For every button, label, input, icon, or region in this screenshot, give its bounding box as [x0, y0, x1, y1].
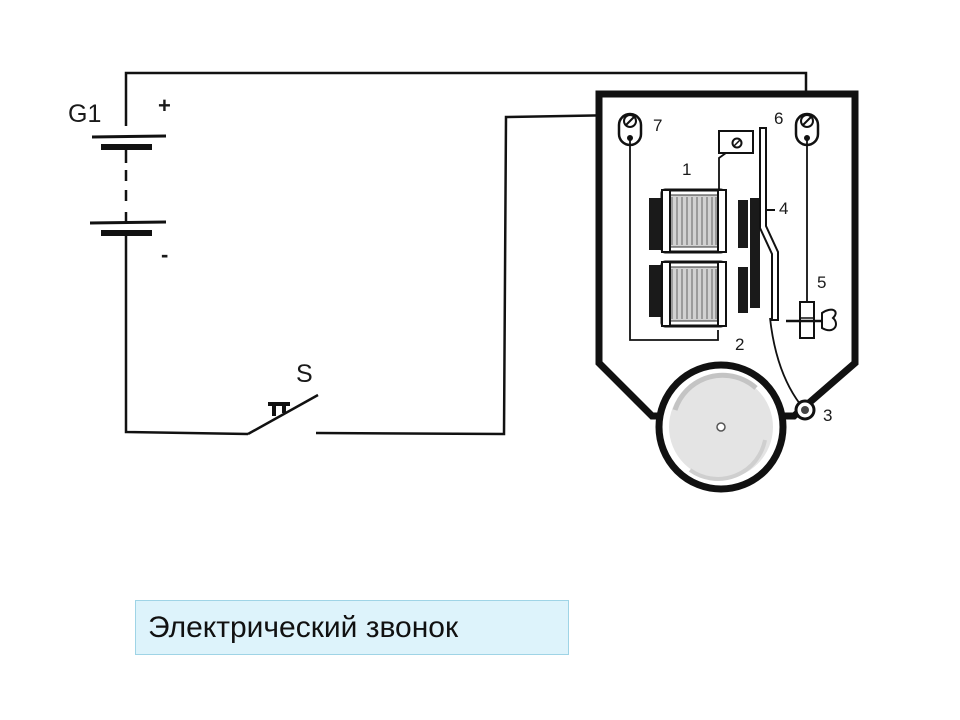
switch-button [268, 402, 290, 416]
switch-s [247, 393, 319, 436]
bell-gong[interactable] [655, 361, 787, 493]
battery-minus-label: - [161, 242, 168, 267]
part-label-6: 6 [774, 109, 783, 128]
part-label-1: 1 [682, 160, 691, 179]
electromagnet-core [649, 198, 748, 317]
part-label-5: 5 [817, 273, 826, 292]
coil-bottom [660, 260, 727, 328]
battery-plus-label: + [158, 93, 171, 118]
caption-box: Электрический звонок [135, 600, 569, 655]
battery-label: G1 [68, 100, 101, 128]
switch-blade [247, 393, 319, 436]
battery-plate-long-2 [89, 220, 167, 225]
bell-housing[interactable] [595, 90, 859, 420]
part-label-2: 2 [735, 335, 744, 354]
coil-top [660, 188, 727, 254]
part-label-4: 4 [779, 199, 788, 218]
part-label-7: 7 [653, 116, 662, 135]
caption-text: Электрический звонок [148, 611, 459, 644]
switch-label: S [296, 360, 313, 388]
wire-terminal7-to-coil [629, 140, 719, 341]
terminal-7[interactable] [617, 112, 643, 147]
armature-bracket [718, 130, 754, 154]
terminal-6[interactable] [794, 112, 820, 147]
internal-wires [629, 140, 808, 405]
part-label-3: 3 [823, 406, 832, 425]
bell-hammer [794, 399, 816, 421]
wire-left-bottom [124, 236, 249, 436]
contact-screw [786, 301, 837, 339]
wire-right-bottom [315, 113, 623, 436]
battery-g1 [89, 134, 167, 236]
armature [750, 127, 779, 321]
battery-plate-long-1 [91, 134, 167, 139]
wire-hammer-to-gong [769, 317, 801, 405]
